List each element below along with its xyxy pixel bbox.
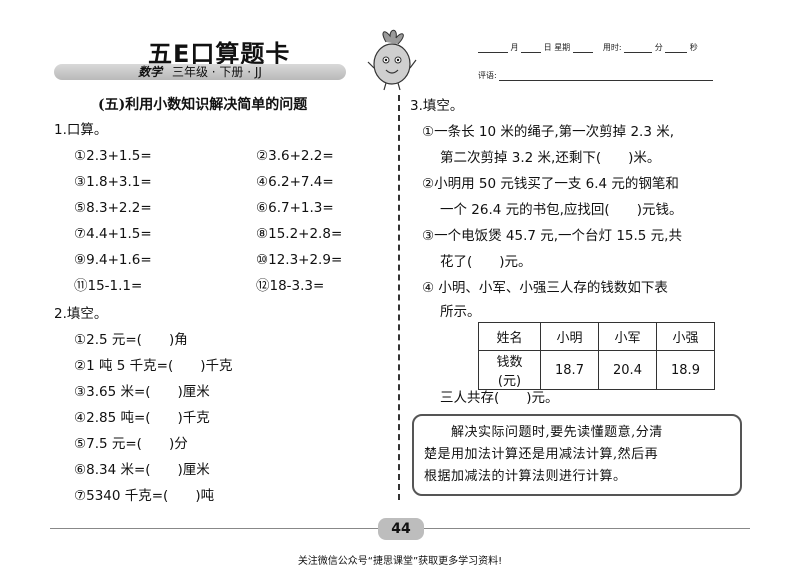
mental-math-item: ⑨9.4+1.6= [74, 252, 152, 268]
word-problem-line: 花了( )元。 [440, 254, 532, 270]
part1-title: 1.口算。 [54, 122, 108, 138]
date-time-line: 月 日 星期 用时: 分 秒 [478, 42, 698, 53]
mental-math-item: ⑦4.4+1.5= [74, 226, 152, 242]
table-header-cell: 小明 [540, 322, 599, 351]
table-row: 姓名 小明 小军 小强 [478, 322, 715, 351]
second-blank[interactable] [665, 44, 688, 53]
table-header-cell: 小军 [598, 322, 657, 351]
tip-line: 根据加减法的计算法则进行计算。 [424, 469, 627, 484]
table-cell: 18.9 [656, 350, 715, 390]
mental-math-item: ②3.6+2.2= [256, 148, 334, 164]
brand-title: 五E口算题卡 [148, 40, 291, 68]
footer-note: 关注微信公众号“捷思课堂”获取更多学习资料! [297, 556, 503, 567]
table-cell: 18.7 [540, 350, 599, 390]
mental-math-item: ⑩12.3+2.9= [256, 252, 343, 268]
fill-blank-item: ①2.5 元=( )角 [74, 332, 188, 348]
table-cell: 20.4 [598, 350, 657, 390]
fill-blank-item: ⑥8.34 米=( )厘米 [74, 462, 210, 478]
word-problem-line: 第二次剪掉 3.2 米,还剩下( )米。 [440, 150, 661, 166]
page-number: 44 [378, 518, 424, 540]
fill-blank-item: ③3.65 米=( )厘米 [74, 384, 210, 400]
fill-blank-item: ⑤7.5 元=( )分 [74, 436, 188, 452]
total-savings-question: 三人共存( )元。 [440, 390, 559, 406]
word-problem-line: 所示。 [440, 304, 481, 320]
part2-title: 2.填空。 [54, 306, 108, 322]
tip-line: 楚是用加法计算还是用减法计算,然后再 [424, 447, 659, 462]
mental-math-item: ⑪15-1.1= [74, 278, 143, 294]
mental-math-item: ⑤8.3+2.2= [74, 200, 152, 216]
word-problem-line: 一个 26.4 元的书包,应找回( )元钱。 [440, 202, 683, 218]
radish-mascot-icon [367, 29, 417, 91]
weekday-blank[interactable] [572, 44, 593, 53]
mental-math-item: ①2.3+1.5= [74, 148, 152, 164]
word-problem-line: ①一条长 10 米的绳子,第一次剪掉 2.3 米, [422, 124, 674, 140]
fill-blank-item: ④2.85 吨=( )千克 [74, 410, 210, 426]
table-cell: 钱数(元) [478, 350, 541, 390]
comment-line: 评语: [478, 70, 714, 81]
mental-math-item: ④6.2+7.4= [256, 174, 334, 190]
table-row: 钱数(元) 18.7 20.4 18.9 [478, 350, 715, 390]
table-header-cell: 姓名 [478, 322, 541, 351]
day-blank[interactable] [521, 44, 542, 53]
word-problem-line: ④ 小明、小军、小强三人存的钱数如下表 [422, 280, 668, 296]
comment-blank[interactable] [499, 72, 714, 81]
mental-math-item: ⑥6.7+1.3= [256, 200, 334, 216]
tip-box: 解决实际问题时,要先读懂题意,分清 楚是用加法计算还是用减法计算,然后再 根据加… [412, 414, 742, 496]
table-header-cell: 小强 [656, 322, 715, 351]
fill-blank-item: ⑦5340 千克=( )吨 [74, 488, 215, 504]
grade-banner: 数学 三年级 · 下册 · JJ [54, 64, 346, 80]
banner-subject: 数学 [138, 65, 163, 79]
mental-math-item: ③1.8+3.1= [74, 174, 152, 190]
word-problem-line: ②小明用 50 元钱买了一支 6.4 元的钢笔和 [422, 176, 679, 192]
column-divider [398, 95, 400, 500]
fill-blank-item: ②1 吨 5 千克=( )千克 [74, 358, 233, 374]
banner-grade: 三年级 · 下册 · JJ [171, 65, 262, 79]
mental-math-item: ⑧15.2+2.8= [256, 226, 343, 242]
savings-table: 姓名 小明 小军 小强 钱数(元) 18.7 20.4 18.9 [478, 322, 715, 390]
section-title: (五)利用小数知识解决简单的问题 [98, 97, 308, 113]
word-problem-line: ③一个电饭煲 45.7 元,一个台灯 15.5 元,共 [422, 228, 682, 244]
minute-blank[interactable] [624, 44, 653, 53]
month-blank[interactable] [478, 44, 508, 53]
mental-math-item: ⑫18-3.3= [256, 278, 325, 294]
part3-title: 3.填空。 [410, 98, 464, 114]
tip-line: 解决实际问题时,要先读懂题意,分清 [424, 425, 663, 440]
